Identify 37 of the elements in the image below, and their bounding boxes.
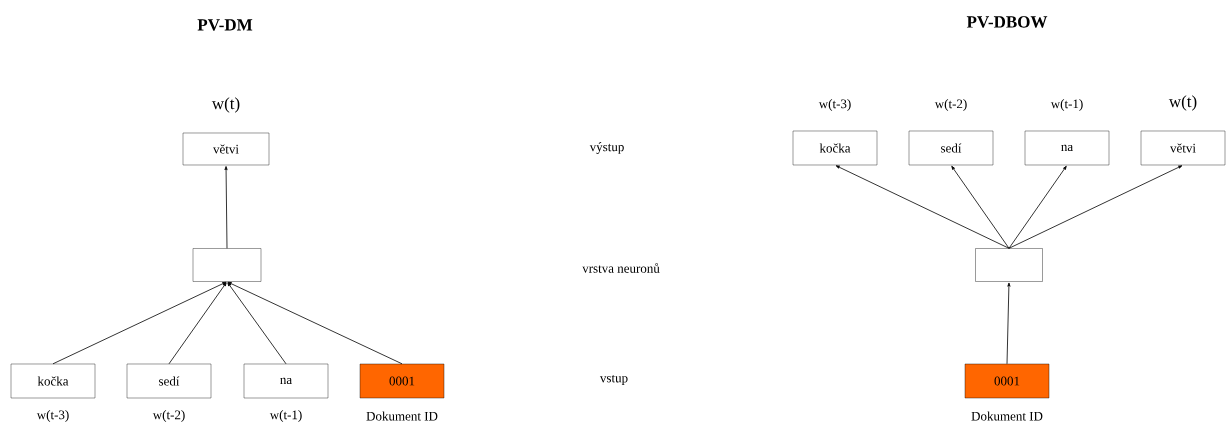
word-box: na	[243, 363, 329, 399]
word-label: w(t-2)	[152, 410, 185, 422]
word-label: w(t-1)	[1050, 99, 1083, 111]
word-box: kočka	[792, 130, 878, 166]
arrow	[835, 165, 1010, 249]
word-label: w(t-3)	[36, 410, 69, 422]
hidden-layer-box	[975, 248, 1043, 282]
word-box: kočka	[10, 363, 96, 399]
word-label: w(t-2)	[934, 99, 967, 111]
word-label: w(t)	[1168, 95, 1197, 111]
word-box: sedí	[126, 363, 212, 399]
heading: PV-DM	[197, 19, 253, 31]
arrow	[1006, 282, 1011, 365]
word-box: na	[1024, 130, 1110, 166]
arrow	[951, 165, 1010, 249]
word-label: w(t-1)	[269, 410, 302, 422]
word-box: větvi	[1140, 130, 1226, 166]
arrow	[227, 281, 403, 365]
word-box: větvi	[182, 132, 270, 166]
arrow	[224, 166, 228, 249]
document-id-box: 0001	[964, 363, 1050, 399]
row-label: výstup	[589, 142, 624, 154]
word-label: Dokument ID	[366, 411, 438, 421]
arrow	[1008, 165, 1183, 249]
word-label: w(t)	[211, 97, 240, 113]
document-id-box: 0001	[359, 363, 445, 399]
arrow	[52, 281, 227, 365]
word-label: w(t-3)	[818, 99, 851, 111]
hidden-layer-box	[192, 248, 262, 282]
word-box: sedí	[908, 130, 994, 166]
row-label: vstup	[599, 374, 628, 386]
arrow	[1008, 165, 1067, 249]
row-label: vrstva neuronů	[582, 263, 660, 273]
arrow	[168, 282, 227, 365]
heading: PV-DBOW	[966, 16, 1048, 28]
word-label: Dokument ID	[971, 411, 1043, 421]
arrow	[227, 282, 287, 365]
